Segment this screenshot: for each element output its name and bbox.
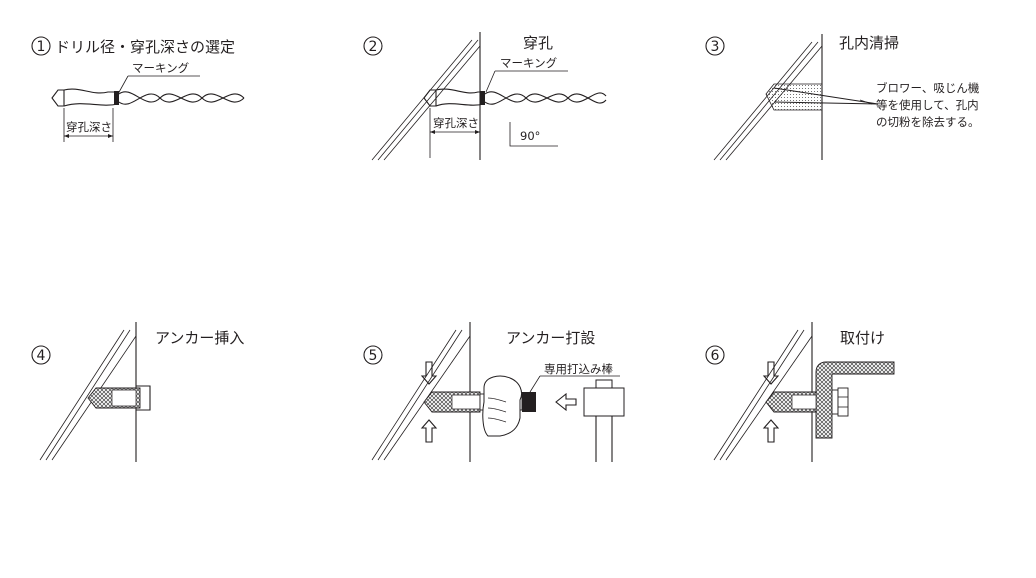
step-2-marking-band bbox=[480, 91, 485, 105]
step-2-number-circle bbox=[363, 36, 383, 56]
step-5-down-arrow-icon bbox=[420, 419, 438, 443]
step-2-depth-label: 穿孔深さ bbox=[433, 116, 479, 130]
step-1-marking-band bbox=[114, 91, 119, 105]
step-5-up-arrow-icon bbox=[420, 361, 438, 385]
step-6-up-arrow-icon bbox=[762, 361, 780, 385]
step-6-number: 6 bbox=[711, 348, 720, 364]
step-1-number: 1 bbox=[37, 39, 46, 55]
step-2-depth-dimension bbox=[429, 108, 481, 158]
step-6-number-circle bbox=[705, 345, 725, 365]
step-3-title: 孔内清掃 bbox=[839, 34, 899, 52]
step-3: 3 孔内清掃 ブロワー、吸じん機 等を使用して、孔内 の切粉を除去する。 bbox=[705, 34, 980, 161]
step-1-number-circle bbox=[31, 36, 51, 56]
step-1-marking-leader bbox=[117, 75, 200, 95]
step-2-drill-bit-icon bbox=[423, 88, 607, 107]
step-3-note-line-2: 等を使用して、孔内 bbox=[876, 98, 979, 112]
step-4-number: 4 bbox=[37, 348, 46, 364]
step-2-marking-label: マーキング bbox=[500, 56, 558, 70]
step-2-number: 2 bbox=[369, 39, 378, 55]
step-2-marking-leader bbox=[485, 70, 568, 93]
step-6-anchor-icon bbox=[765, 391, 817, 413]
step-1-marking-label: マーキング bbox=[132, 61, 190, 75]
step-1-title: ドリル径・穿孔深さの選定 bbox=[55, 38, 235, 56]
step-1: 1 ドリル径・穿孔深さの選定 マーキング 穿孔深さ bbox=[31, 36, 245, 142]
step-5-tool-label: 専用打込み棒 bbox=[544, 362, 613, 376]
step-6-bracket-icon bbox=[815, 361, 895, 439]
step-2-angle-label: 90° bbox=[520, 129, 540, 143]
step-1-drill-bit-icon bbox=[51, 88, 245, 107]
step-4-anchor-icon bbox=[87, 385, 151, 411]
step-5-anchor-icon bbox=[423, 391, 481, 413]
step-5-hand-icon bbox=[482, 375, 523, 437]
step-3-note-leader bbox=[859, 99, 873, 105]
step-3-note-line-1: ブロワー、吸じん機 bbox=[876, 81, 980, 95]
step-2-title: 穿孔 bbox=[523, 34, 553, 52]
step-5-number: 5 bbox=[369, 348, 378, 364]
step-3-number: 3 bbox=[711, 39, 720, 55]
step-6: 6 取付け bbox=[705, 322, 895, 462]
step-6-bolt-icon bbox=[831, 387, 849, 417]
step-4-number-circle bbox=[31, 345, 51, 365]
step-5-number-circle bbox=[363, 345, 383, 365]
step-4-title: アンカー挿入 bbox=[155, 329, 244, 347]
step-3-number-circle bbox=[705, 36, 725, 56]
step-6-down-arrow-icon bbox=[762, 419, 780, 443]
step-4: 4 アンカー挿入 bbox=[31, 322, 244, 462]
step-6-title: 取付け bbox=[840, 329, 885, 347]
step-1-depth-label: 穿孔深さ bbox=[66, 120, 112, 134]
step-3-note-line-3: の切粉を除去する。 bbox=[876, 115, 980, 129]
step-5-hammer-icon bbox=[583, 379, 625, 462]
step-5-title: アンカー打設 bbox=[506, 329, 595, 347]
step-2: 2 穿孔 マーキング 穿孔深さ 90° bbox=[363, 32, 607, 161]
step-3-blower-nozzle-icon bbox=[765, 83, 879, 111]
step-5: 5 アンカー打設 専用打込み棒 bbox=[363, 322, 625, 462]
step-5-tool-leader bbox=[529, 375, 620, 393]
step-1-depth-dimension bbox=[63, 108, 114, 142]
step-5-strike-arrow-icon bbox=[555, 392, 577, 412]
step-2-right-angle-mark bbox=[509, 122, 558, 147]
